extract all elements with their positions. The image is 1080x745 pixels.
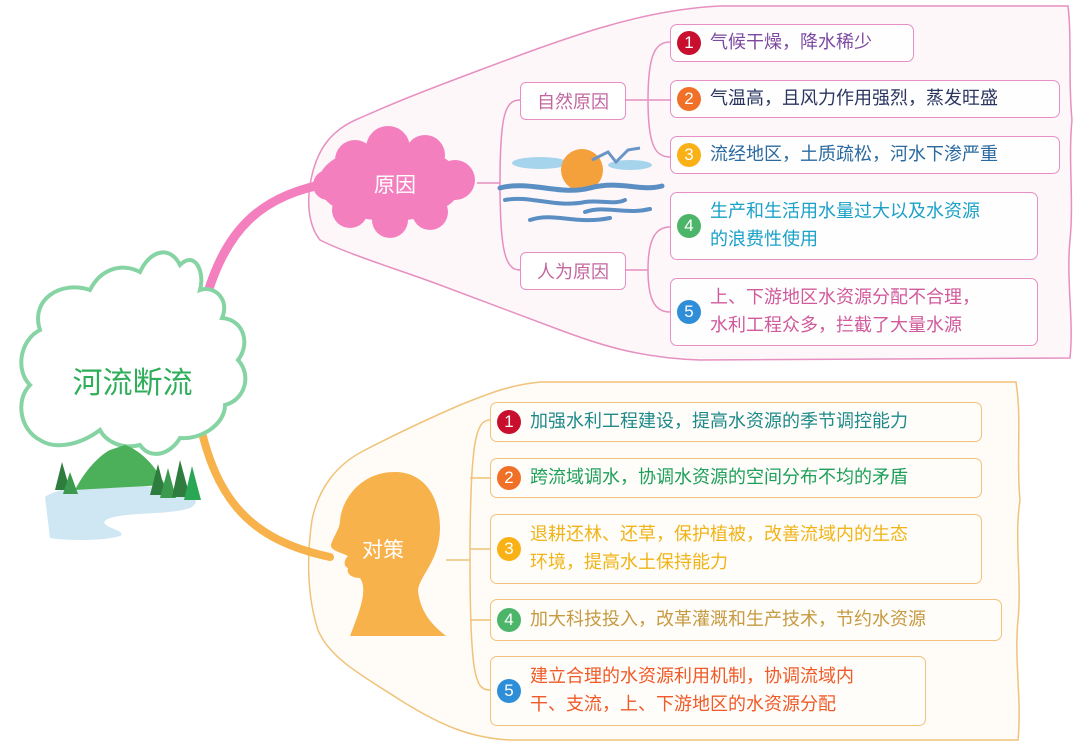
number-badge-4-icon: 4: [497, 608, 521, 632]
cause-item-5[interactable]: 5 上、下游地区水资源分配不合理， 水利工程众多，拦截了大量水源: [670, 278, 1038, 346]
cause-item-2[interactable]: 2 气温高，且风力作用强烈，蒸发旺盛: [670, 80, 1060, 118]
measure-item-text: 加强水利工程建设，提高水资源的季节调控能力: [530, 411, 908, 432]
number-badge-5-icon: 5: [497, 679, 521, 703]
causes-topic[interactable]: 原因: [374, 173, 416, 197]
causes-cloud-icon: [313, 126, 475, 238]
cause-item-text: 流经地区，土质疏松，河水下渗严重: [710, 144, 998, 165]
number-badge-1-icon: 1: [497, 410, 521, 434]
measure-item-3[interactable]: 3 退耕还林、还草，保护植被，改善流域内的生态 环境，提高水土保持能力: [490, 514, 982, 584]
measure-item-2[interactable]: 2 跨流域调水，协调水资源的空间分布不均的矛盾: [490, 458, 982, 498]
measure-item-4[interactable]: 4 加大科技投入，改革灌溉和生产技术，节约水资源: [490, 599, 1002, 641]
cause-item-text: 生产和生活用水量过大以及水资源 的浪费性使用: [710, 201, 980, 250]
root-cloud-outline: [19, 250, 248, 456]
number-badge-2-icon: 2: [677, 87, 701, 111]
human-head-silhouette-icon: [330, 472, 446, 636]
measure-item-text: 退耕还林、还草，保护植被，改善流域内的生态 环境，提高水土保持能力: [530, 524, 908, 573]
subtopic-natural-causes[interactable]: 自然原因: [520, 82, 626, 120]
measure-item-text: 加大科技投入，改革灌溉和生产技术，节约水资源: [530, 609, 926, 630]
cause-item-text: 上、下游地区水资源分配不合理， 水利工程众多，拦截了大量水源: [710, 287, 980, 336]
cause-item-text: 气温高，且风力作用强烈，蒸发旺盛: [710, 88, 998, 109]
connector-root-measures: [194, 411, 334, 561]
measure-item-5[interactable]: 5 建立合理的水资源利用机制，协调流域内 干、支流，上、下游地区的水资源分配: [490, 656, 926, 726]
root-topic[interactable]: 河流断流: [72, 366, 193, 401]
connector-root-causes: [200, 178, 335, 307]
measures-connectors: [446, 419, 491, 691]
cause-item-text: 气候干燥，降水稀少: [710, 32, 872, 53]
sunset-over-water-icon: [497, 146, 665, 223]
number-badge-3-icon: 3: [497, 537, 521, 561]
cause-item-4[interactable]: 4 生产和生活用水量过大以及水资源 的浪费性使用: [670, 192, 1038, 260]
subtopic-human-causes[interactable]: 人为原因: [520, 252, 626, 290]
causes-connectors: [477, 41, 671, 313]
measure-item-1[interactable]: 1 加强水利工程建设，提高水资源的季节调控能力: [490, 402, 982, 442]
measures-topic[interactable]: 对策: [362, 538, 404, 562]
number-badge-2-icon: 2: [497, 466, 521, 490]
measure-item-text: 跨流域调水，协调水资源的空间分布不均的矛盾: [530, 467, 908, 488]
cause-item-1[interactable]: 1 气候干燥，降水稀少: [670, 24, 914, 62]
measure-item-text: 建立合理的水资源利用机制，协调流域内 干、支流，上、下游地区的水资源分配: [530, 666, 854, 715]
mountain-forest-river-icon: [45, 445, 201, 540]
cause-item-3[interactable]: 3 流经地区，土质疏松，河水下渗严重: [670, 136, 1060, 174]
number-badge-3-icon: 3: [677, 143, 701, 167]
number-badge-5-icon: 5: [677, 300, 701, 324]
number-badge-4-icon: 4: [677, 214, 701, 238]
number-badge-1-icon: 1: [677, 31, 701, 55]
